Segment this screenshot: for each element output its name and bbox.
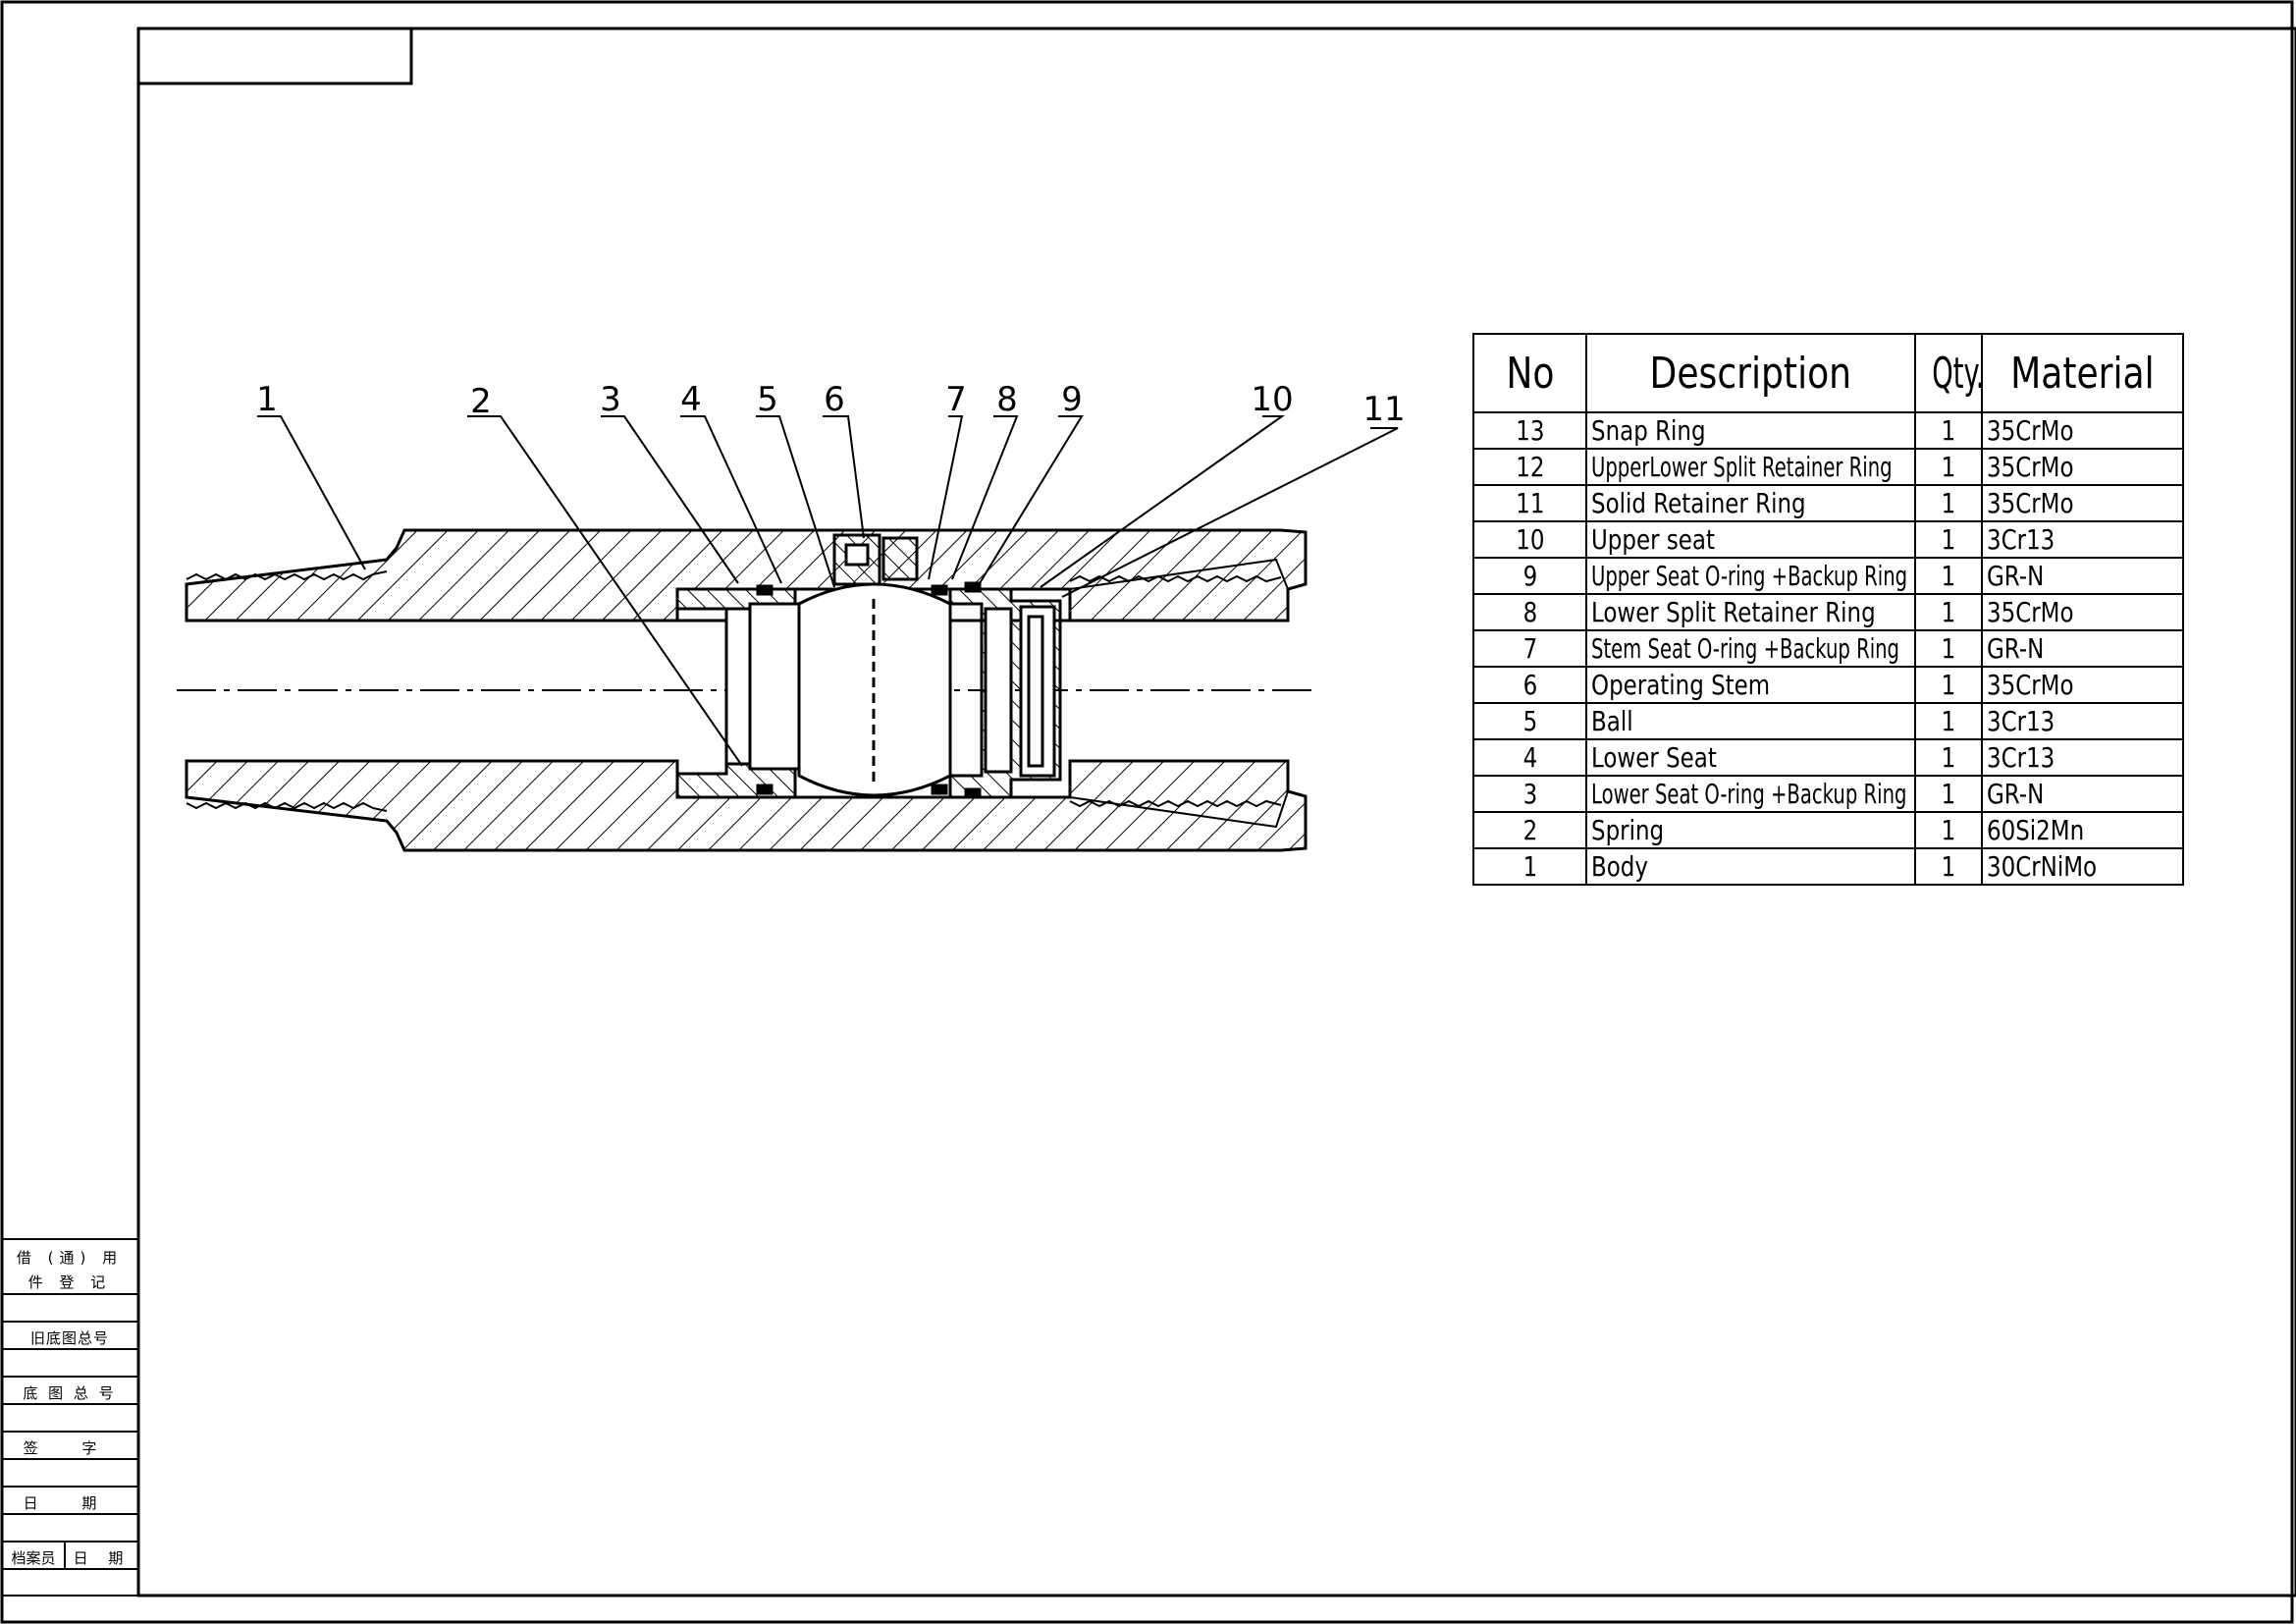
bom-cell-qty: 1 [1914, 484, 1983, 522]
bom-cell-no: 13 [1472, 411, 1587, 450]
bom-cell-qty: 1 [1914, 775, 1983, 813]
balloon-5: 5 [757, 380, 778, 419]
bom-header-qty: Qty. [1914, 333, 1983, 413]
part-balloons: 1 2 3 4 5 6 7 8 9 10 11 [256, 380, 1405, 429]
bom-cell-description: Ball [1585, 702, 1916, 740]
bom-cell-description: Lower Split Retainer Ring [1585, 593, 1916, 631]
bom-cell-description: Lower Seat O-ring +Backup Ring [1585, 775, 1916, 813]
bom-cell-description: UpperLower Split Retainer Ring [1585, 448, 1916, 486]
bom-cell-description: Snap Ring [1585, 411, 1916, 450]
bom-cell-material: 35CrMo [1981, 484, 2184, 522]
balloon-3: 3 [600, 380, 621, 419]
bom-cell-no: 8 [1472, 593, 1587, 631]
bom-cell-material: 3Cr13 [1981, 738, 2184, 777]
bom-cell-material: 60Si2Mn [1981, 811, 2184, 849]
bom-cell-qty: 1 [1914, 702, 1983, 740]
balloon-4: 4 [680, 380, 702, 419]
bom-cell-description: Lower Seat [1585, 738, 1916, 777]
balloon-11: 11 [1362, 390, 1405, 429]
bom-cell-material: 35CrMo [1981, 593, 2184, 631]
bom-cell-material: GR-N [1981, 775, 2184, 813]
bom-header-row: No Description Qty. Material [1472, 333, 2184, 413]
bom-cell-material: 35CrMo [1981, 448, 2184, 486]
side-label-old-master: 旧底图总号 [29, 1329, 109, 1347]
bom-cell-material: 35CrMo [1981, 666, 2184, 704]
balloon-2: 2 [470, 382, 492, 421]
bom-header-material: Material [1981, 333, 2184, 413]
side-label-signature: 签 字 [23, 1439, 117, 1457]
balloon-6: 6 [824, 380, 845, 419]
bom-cell-qty: 1 [1914, 738, 1983, 777]
side-label-archivist: 档案员 [11, 1549, 56, 1567]
bom-cell-description: Operating Stem [1585, 666, 1916, 704]
bom-cell-description: Solid Retainer Ring [1585, 484, 1916, 522]
side-registration-block [1, 1238, 139, 1597]
bom-cell-material: 30CrNiMo [1981, 847, 2184, 886]
bom-cell-no: 11 [1472, 484, 1587, 522]
side-label-borrow: 借 (通) 用 [16, 1249, 124, 1267]
balloon-8: 8 [996, 380, 1018, 419]
balloon-7: 7 [945, 380, 967, 419]
bom-cell-qty: 1 [1914, 411, 1983, 450]
bom-cell-material: 35CrMo [1981, 411, 2184, 450]
valve-internals [675, 533, 1062, 799]
balloon-1: 1 [256, 380, 278, 419]
bom-cell-no: 1 [1472, 847, 1587, 886]
bom-cell-qty: 1 [1914, 629, 1983, 668]
side-label-master: 底 图 总 号 [23, 1384, 117, 1402]
bom-cell-no: 3 [1472, 775, 1587, 813]
bom-cell-description: Upper Seat O-ring +Backup Ring [1585, 557, 1916, 595]
bom-cell-no: 6 [1472, 666, 1587, 704]
bom-cell-no: 4 [1472, 738, 1587, 777]
bom-cell-material: GR-N [1981, 629, 2184, 668]
bom-cell-no: 2 [1472, 811, 1587, 849]
leader-lines [257, 415, 1399, 767]
bom-cell-qty: 1 [1914, 557, 1983, 595]
bom-cell-qty: 1 [1914, 811, 1983, 849]
bom-cell-description: Body [1585, 847, 1916, 886]
bom-cell-material: 3Cr13 [1981, 702, 2184, 740]
bom-cell-no: 5 [1472, 702, 1587, 740]
bom-cell-no: 9 [1472, 557, 1587, 595]
bom-header-no: No [1472, 333, 1587, 413]
bom-cell-no: 10 [1472, 520, 1587, 559]
bom-cell-description: Spring [1585, 811, 1916, 849]
bom-cell-qty: 1 [1914, 666, 1983, 704]
bom-header-description: Description [1585, 333, 1916, 413]
bom-cell-qty: 1 [1914, 593, 1983, 631]
side-label-date: 日 期 [23, 1494, 117, 1512]
balloon-9: 9 [1061, 380, 1083, 419]
bom-cell-qty: 1 [1914, 847, 1983, 886]
bom-cell-qty: 1 [1914, 448, 1983, 486]
bom-cell-material: 3Cr13 [1981, 520, 2184, 559]
bom-cell-material: GR-N [1981, 557, 2184, 595]
side-label-date-2: 日 期 [73, 1549, 132, 1567]
bom-cell-qty: 1 [1914, 520, 1983, 559]
bom-cell-description: Upper seat [1585, 520, 1916, 559]
side-label-register: 件 登 记 [27, 1273, 112, 1291]
balloon-10: 10 [1251, 380, 1293, 419]
bom-cell-description: Stem Seat O-ring +Backup Ring [1585, 629, 1916, 668]
bom-cell-no: 7 [1472, 629, 1587, 668]
bom-cell-no: 12 [1472, 448, 1587, 486]
